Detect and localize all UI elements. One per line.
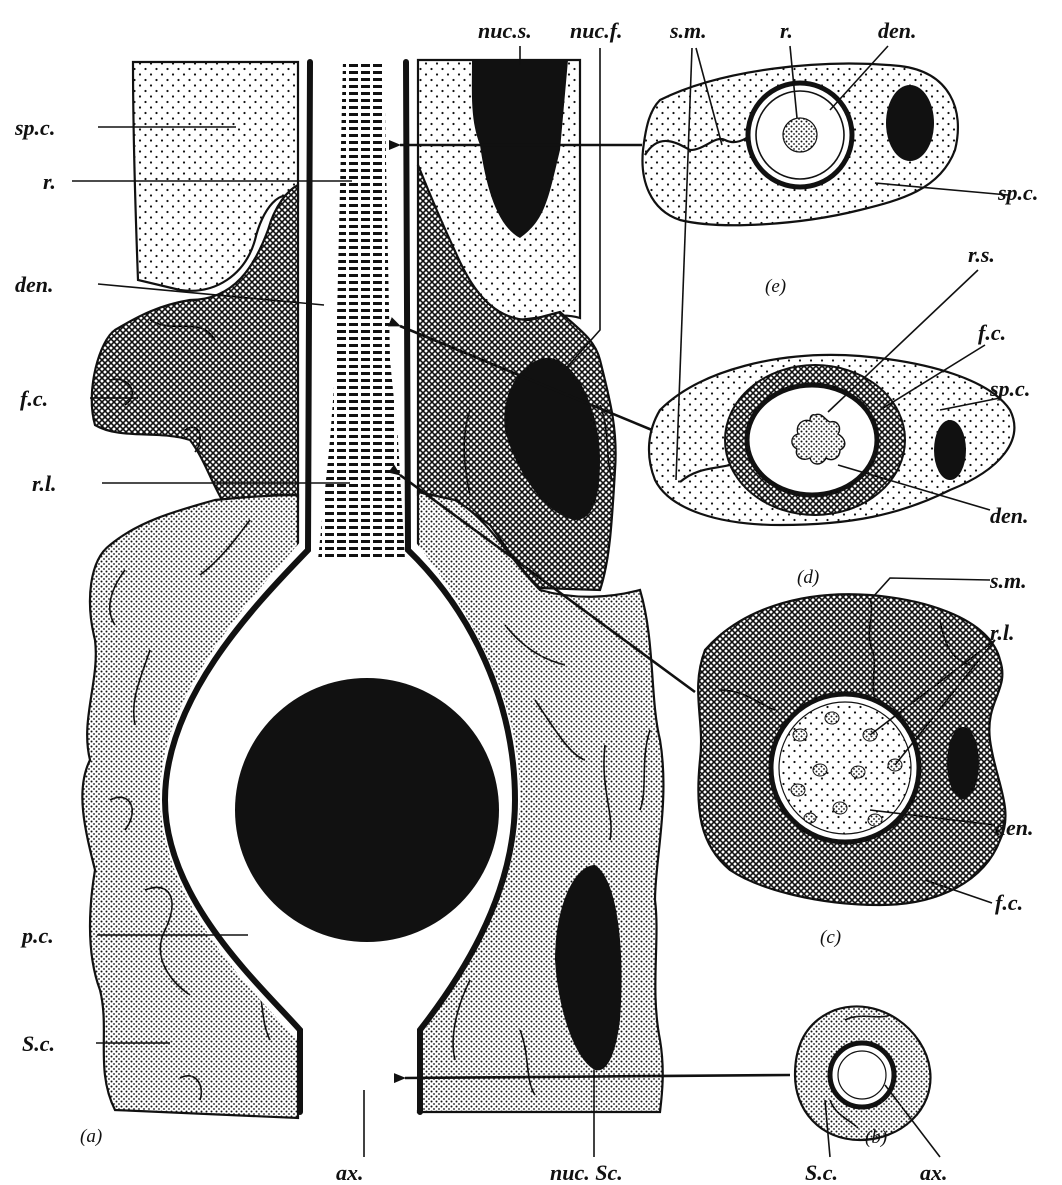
label-nuc-f: nuc.f. xyxy=(570,18,623,43)
panel-label-d: (d) xyxy=(797,567,819,588)
panel-c-rootlet xyxy=(833,802,847,814)
label-S-c-b: S.c. xyxy=(805,1160,838,1185)
label-s-m-c: s.m. xyxy=(989,568,1027,593)
panel-d-nucleus xyxy=(934,420,966,480)
panel-c-rootlet xyxy=(793,729,807,741)
label-r-e: r. xyxy=(780,18,793,43)
label-f-c-d: f.c. xyxy=(978,320,1006,345)
label-sp-c-e: sp.c. xyxy=(997,180,1038,205)
label-sp-c-left: sp.c. xyxy=(14,115,55,140)
label-den-d: den. xyxy=(990,503,1029,528)
label-f-c-c: f.c. xyxy=(995,890,1023,915)
label-sp-c-d: sp.c. xyxy=(989,376,1030,401)
panel-c-rootlet xyxy=(868,814,882,826)
label-r-left: r. xyxy=(43,169,56,194)
panel-e-nucleus xyxy=(886,85,934,161)
label-r-l-c: r.l. xyxy=(990,620,1014,645)
panel-c-rootlet xyxy=(804,813,816,823)
label-ax-a: ax. xyxy=(336,1160,364,1185)
panel-c-rootlet xyxy=(791,784,805,796)
label-S-c-left: S.c. xyxy=(22,1031,55,1056)
label-den-e: den. xyxy=(878,18,917,43)
panel-b-axon xyxy=(838,1051,886,1099)
panel-d-cross-section xyxy=(649,355,1014,525)
label-r-s: r.s. xyxy=(968,242,995,267)
label-den-left: den. xyxy=(15,272,54,297)
panel-label-a: (a) xyxy=(80,1126,102,1147)
label-s-m-top: s.m. xyxy=(669,18,707,43)
panel-c-rootlet xyxy=(813,764,827,776)
panel-c-rootlet xyxy=(825,712,839,724)
panel-b-cross-section xyxy=(795,1006,930,1140)
label-r-l-left: r.l. xyxy=(32,471,56,496)
panel-c-cross-section xyxy=(698,594,1005,905)
panel-e-rootlet xyxy=(783,118,817,152)
label-nuc-Sc: nuc. Sc. xyxy=(550,1160,623,1185)
label-nuc-s: nuc.s. xyxy=(478,18,532,43)
panel-c-rootlet xyxy=(851,766,865,778)
label-p-c: p.c. xyxy=(20,923,54,948)
panel-label-b: (b) xyxy=(865,1127,887,1148)
label-f-c-left: f.c. xyxy=(20,386,48,411)
label-ax-b: ax. xyxy=(920,1160,948,1185)
panel-label-c: (c) xyxy=(820,927,841,948)
leader-s-m-c xyxy=(872,578,990,598)
panel-c-nucleus xyxy=(947,727,979,799)
label-den-c: den. xyxy=(995,815,1034,840)
panel-a-longitudinal-section xyxy=(82,60,663,1118)
dendrite-dense-body xyxy=(235,678,499,942)
panel-label-e: (e) xyxy=(765,276,786,297)
